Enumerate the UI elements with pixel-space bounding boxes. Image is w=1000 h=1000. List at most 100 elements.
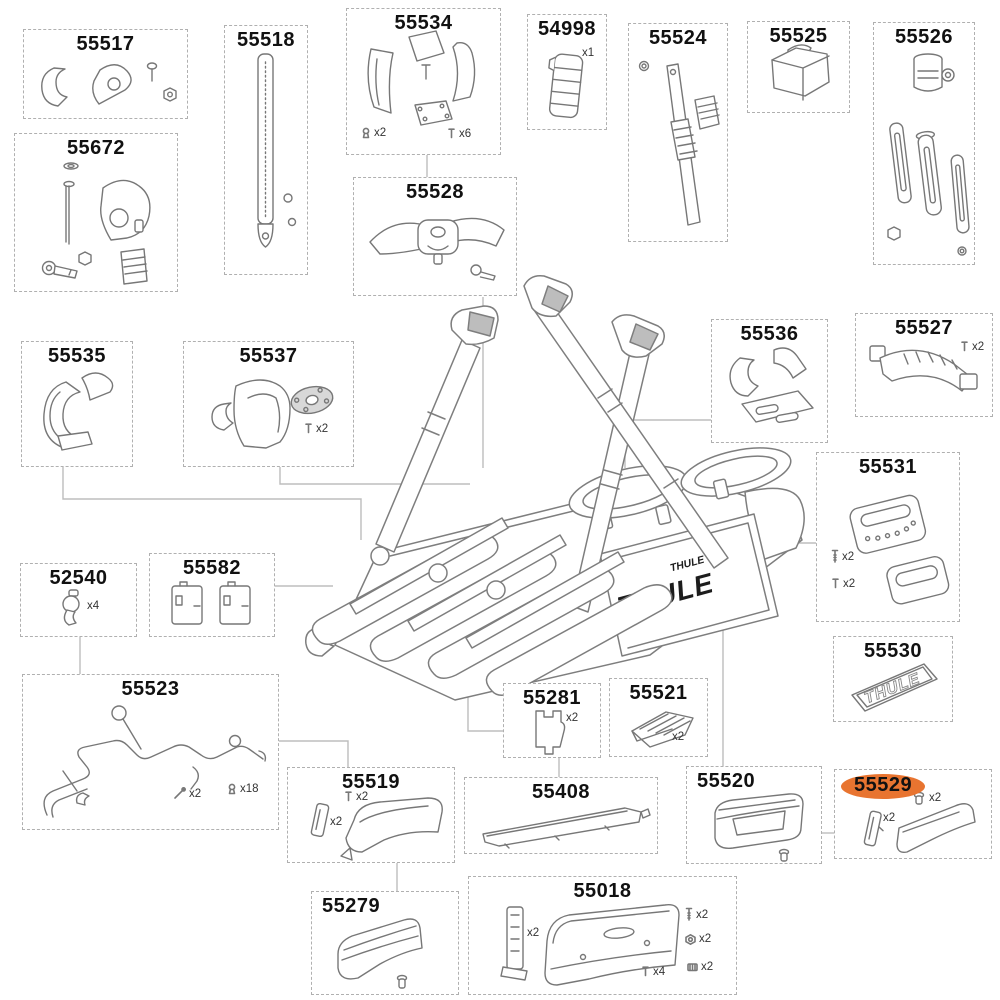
clip-icon [362,127,370,139]
qty-label: x1 [582,47,595,59]
part-illustration-55279 [337,918,423,989]
part-illustration-55518 [257,53,297,248]
part-number: 55530 [863,640,923,662]
part-number: 54998 [537,18,597,40]
part-illustration-55528 [369,217,505,281]
part-illustration-55582 [171,581,251,625]
part-number: 55520 [697,770,756,792]
part-number: 55521 [629,682,688,704]
part-box-55535[interactable]: 55535 [21,341,133,467]
part-number: 55523 [121,678,180,700]
bolt-icon [831,549,839,563]
thule-logo-large: THULE [614,567,717,622]
part-illustration-55534 [367,30,476,126]
qty-label: x2 [831,549,854,564]
part-number: 55408 [531,781,591,803]
screw-icon [961,341,968,352]
part-illustration-55535 [43,372,114,451]
part-number: 55519 [341,771,401,793]
part-box-55281[interactable]: 55281 x2 [503,683,601,758]
qty-label: x2 [831,577,855,590]
part-box-55279[interactable]: 55279 [311,891,459,995]
part-illustration-55281 [535,710,566,755]
qty-label: x2 [883,812,896,824]
thule-logo-plate: THULE [862,670,923,707]
part-illustration-52540 [62,589,80,626]
part-box-55518[interactable]: 55518 [224,25,308,275]
nut-icon [685,933,696,945]
part-number: 55536 [740,323,799,345]
part-number: 55531 [858,456,918,478]
screw-icon [345,791,352,802]
part-number: 55517 [76,33,135,55]
part-number: 55526 [894,26,954,48]
cable-tie-icon [174,787,186,799]
part-box-54998[interactable]: 54998 x1 [527,14,607,130]
part-box-55537[interactable]: 55537 x2 [183,341,354,467]
qty-label: x2 [330,816,343,828]
part-number: 55582 [182,557,242,579]
part-illustration-55536 [729,347,814,423]
part-box-55528[interactable]: 55528 [353,177,517,296]
part-box-55530[interactable]: 55530 THULE [833,636,953,722]
part-box-55517[interactable]: 55517 [23,29,188,119]
part-box-55408[interactable]: 55408 [464,777,658,854]
qty-label: x2 [960,340,984,353]
part-box-55018[interactable]: 55018 x2 x2 x2 x4 x2 [468,876,737,995]
qty-label: x2 [685,907,708,922]
bolt-icon [685,907,693,921]
part-number: 55524 [648,27,708,49]
qty-label: x2 [173,787,201,800]
part-illustration-55537 [211,379,334,449]
part-box-55527[interactable]: 55527 x2 [855,313,993,417]
qty-label: x2 [672,731,685,743]
part-illustration-55527 [869,345,978,392]
part-box-55526[interactable]: 55526 [873,22,975,265]
qty-label: x2 [361,127,386,139]
part-illustration-55520 [714,793,804,862]
part-number: 55535 [47,345,107,367]
qty-label: x2 [685,933,711,945]
part-illustration-55672 [41,162,151,285]
part-illustration-55523 [43,705,267,818]
qty-label: x2 [687,961,713,973]
part-illustration-55530: THULE [851,663,938,712]
qty-label: x2 [929,792,942,804]
part-box-52540[interactable]: 52540 x4 [20,563,137,637]
part-number: 52540 [49,567,108,589]
part-number: 55279 [322,895,381,917]
part-number: 55525 [769,25,828,47]
qty-label: x18 [227,783,259,795]
part-number: 55018 [573,880,632,902]
qty-label: x2 [304,422,328,435]
part-box-55523[interactable]: 55523 x2 x18 [22,674,279,830]
part-illustration-55519 [310,797,443,861]
part-illustration-55531 [849,494,950,605]
qty-label: x2 [344,790,368,803]
part-box-55582[interactable]: 55582 [149,553,275,637]
part-box-55520[interactable]: 55520 [686,766,822,864]
part-illustration-55524 [638,60,720,226]
part-illustration-55408 [482,807,651,849]
part-box-55534[interactable]: 55534 x2 x6 [346,8,501,155]
part-illustration-54998 [548,53,584,119]
part-number: 55537 [239,345,298,367]
part-box-55672[interactable]: 55672 [14,133,178,292]
qty-label: x2 [566,712,579,724]
part-number: 55281 [522,687,582,709]
screw-icon [448,128,455,139]
screw-icon [642,966,649,977]
part-box-55521[interactable]: 55521 x2 [609,678,708,757]
part-number: 55672 [66,137,126,159]
qty-label: x4 [87,600,100,612]
thule-logo-small: THULE [669,554,707,575]
part-box-55524[interactable]: 55524 [628,23,728,242]
part-illustration-55526 [887,53,970,256]
part-box-55531[interactable]: 55531 x2 x2 [816,452,960,622]
part-box-55536[interactable]: 55536 [711,319,828,443]
part-box-55529[interactable]: 55529 x2 x2 [834,769,992,859]
part-illustration-55529 [863,791,976,854]
part-box-55519[interactable]: 55519 x2 x2 [287,767,455,863]
part-box-55525[interactable]: 55525 [747,21,850,113]
